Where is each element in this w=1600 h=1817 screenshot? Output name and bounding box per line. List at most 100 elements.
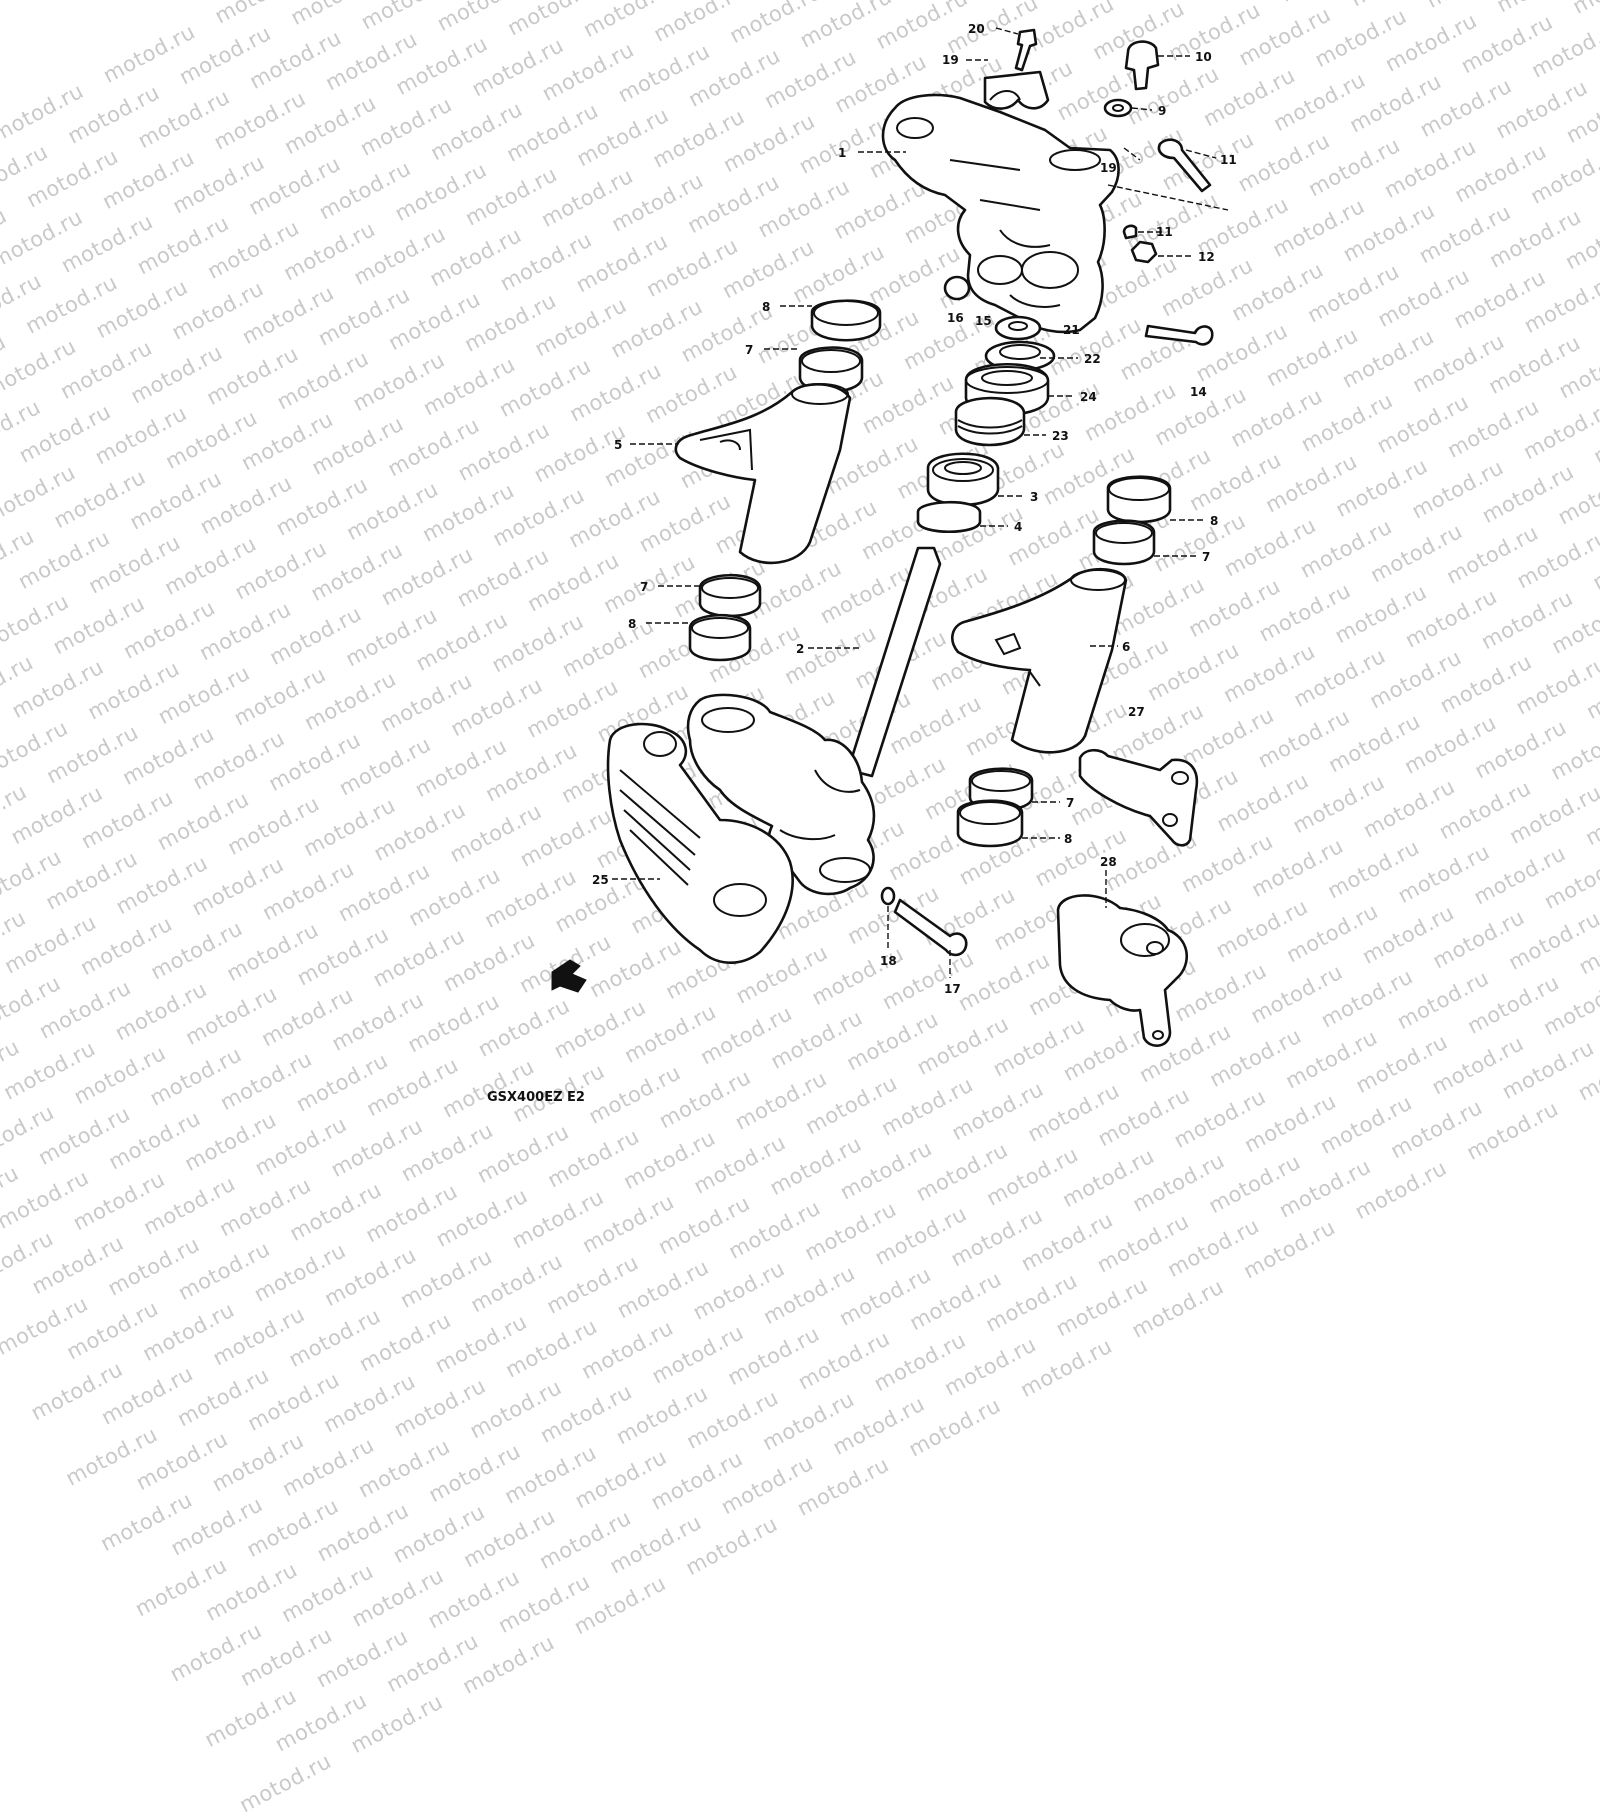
callout-label-c8a: 8 xyxy=(762,300,770,314)
watermark-text: motod.ru xyxy=(382,1628,483,1698)
steering-lock-part-28 xyxy=(1056,894,1189,1047)
callout-label-c15: 15 xyxy=(975,314,992,328)
watermark-text: motod.ru xyxy=(165,1618,266,1687)
watermark-text: motod.ru xyxy=(347,1563,448,1632)
watermark-text: motod.ru xyxy=(501,1314,602,1383)
callout-label-c18: 18 xyxy=(880,954,897,968)
watermark-text: motod.ru xyxy=(284,1303,385,1372)
watermark-text: motod.ru xyxy=(940,1332,1041,1401)
callout-label-c11b: 11 xyxy=(1156,225,1173,239)
fork-cover-ring-part-8-upper-left xyxy=(810,299,882,342)
upper-bracket-part-1 xyxy=(881,93,1120,334)
watermark-text: motod.ru xyxy=(828,1391,929,1460)
watermark-text: motod.ru xyxy=(0,1226,58,1295)
watermark-text: motod.ru xyxy=(236,1622,337,1692)
steering-nut-part-15 xyxy=(994,315,1042,341)
watermark-text: motod.ru xyxy=(905,1266,1006,1336)
callout-label-c11a: 11 xyxy=(1220,153,1237,167)
watermark-text: motod.ru xyxy=(208,1302,309,1371)
fork-cover-ring-part-7-lower-left xyxy=(698,573,762,618)
watermark-text: motod.ru xyxy=(250,1238,350,1307)
watermark-text: motod.ru xyxy=(577,1315,678,1384)
fork-cover-ring-part-8-upper-right xyxy=(1106,475,1172,524)
watermark-text: motod.ru xyxy=(319,1368,420,1438)
fork-cover-part-5 xyxy=(674,382,852,565)
watermark-text: motod.ru xyxy=(681,1511,782,1580)
watermark-text: motod.ru xyxy=(717,1450,818,1520)
bolt-part-17 xyxy=(893,898,968,957)
watermark-text: motod.ru xyxy=(27,1230,128,1300)
watermark-text: motod.ru xyxy=(138,1297,239,1366)
watermark-text: motod.ru xyxy=(800,1197,901,1266)
watermark-text: motod.ru xyxy=(466,1248,567,1318)
watermark-text: motod.ru xyxy=(424,1438,525,1508)
watermark-text: motod.ru xyxy=(346,1689,447,1758)
bearing-part-3 xyxy=(926,452,1000,507)
watermark-text: motod.ru xyxy=(654,1191,755,1260)
watermark-text: motod.ru xyxy=(1016,1333,1117,1403)
bracket-part-27 xyxy=(1078,748,1199,847)
watermark-text: motod.ru xyxy=(61,1422,162,1491)
callout-label-c24: 24 xyxy=(1080,390,1097,404)
callout-label-c27: 27 xyxy=(1128,705,1145,719)
fork-cover-ring-part-7-upper-right xyxy=(1092,519,1156,566)
callout-label-c1a: 1 xyxy=(838,146,846,160)
watermark-text: motod.ru xyxy=(758,1387,859,1456)
watermark-text: motod.ru xyxy=(389,1373,490,1442)
emblem-cover-part-25 xyxy=(606,722,794,964)
callout-label-c9: 9 xyxy=(1158,104,1166,118)
watermark-text: motod.ru xyxy=(458,1630,559,1699)
watermark-text: motod.ru xyxy=(870,1201,971,1270)
callout-label-c28: 28 xyxy=(1100,855,1117,869)
fork-cover-part-6 xyxy=(951,567,1128,754)
fork-cover-ring-part-8-lower-right xyxy=(956,799,1024,848)
watermark-text: motod.ru xyxy=(682,1385,783,1454)
watermark-text: motod.ru xyxy=(647,1320,748,1389)
dust-seal-part-4 xyxy=(916,500,982,534)
watermark-text: motod.ru xyxy=(132,1426,232,1496)
watermark-text: motod.ru xyxy=(1239,1215,1340,1284)
callout-label-c8d: 8 xyxy=(1064,832,1072,846)
watermark-text: motod.ru xyxy=(723,1321,824,1390)
watermark-text: motod.ru xyxy=(459,1504,560,1573)
watermark-text: motod.ru xyxy=(500,1440,601,1509)
watermark-text: motod.ru xyxy=(946,1203,1047,1272)
cap-part-16 xyxy=(943,275,971,301)
watermark-text: motod.ru xyxy=(613,1254,713,1324)
watermark-text: motod.ru xyxy=(26,1356,127,1426)
watermark-text: motod.ru xyxy=(759,1260,860,1330)
watermark-text: motod.ru xyxy=(313,1498,413,1567)
watermark-text: motod.ru xyxy=(174,1236,275,1306)
watermark-text: motod.ru xyxy=(103,1232,204,1301)
watermark-text: motod.ru xyxy=(243,1367,344,1436)
watermark-text: motod.ru xyxy=(981,1268,1082,1337)
watermark-text: motod.ru xyxy=(97,1361,198,1430)
washer-part-11b xyxy=(1122,224,1138,240)
callout-label-c12: 12 xyxy=(1198,250,1215,264)
watermark-text: motod.ru xyxy=(278,1432,379,1502)
bearing-part-23 xyxy=(954,396,1026,447)
callout-label-c21: 21 xyxy=(1063,323,1080,337)
watermark-text: motod.ru xyxy=(131,1552,232,1622)
callout-label-c20: 20 xyxy=(968,22,985,36)
steering-stem-part-2 xyxy=(686,546,942,896)
diagram-caption: GSX400EZ E2 xyxy=(487,1090,585,1105)
watermark-text: motod.ru xyxy=(1127,1274,1228,1343)
watermark-text: motod.ru xyxy=(173,1362,274,1432)
callout-label-c7d: 7 xyxy=(1066,796,1074,810)
bolt-part-11 xyxy=(1157,138,1212,193)
watermark-text: motod.ru xyxy=(542,1250,643,1319)
watermark-text: motod.ru xyxy=(794,1326,894,1395)
watermark-text: motod.ru xyxy=(793,1452,894,1521)
callout-label-c7c: 7 xyxy=(640,580,648,594)
watermark-text: motod.ru xyxy=(242,1493,343,1562)
watermark-text: motod.ru xyxy=(320,1242,421,1312)
callout-label-c19a: 19 xyxy=(942,53,959,67)
watermark-text: motod.ru xyxy=(396,1244,497,1313)
callout-label-c19b: 19 xyxy=(1100,161,1117,175)
watermark-text: motod.ru xyxy=(612,1381,713,1450)
handlebar-clamp-cap-top xyxy=(983,70,1050,110)
callout-label-c16: 16 xyxy=(947,311,964,325)
